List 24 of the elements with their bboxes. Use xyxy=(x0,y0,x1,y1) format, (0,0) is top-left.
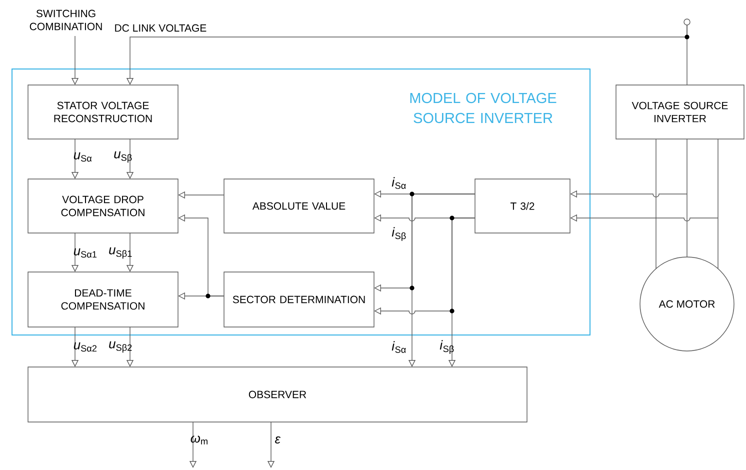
edge-label: u$_{Sα1}$ xyxy=(74,248,97,258)
process-box: VOLTAGE SOURCE INVERTER xyxy=(616,84,744,140)
edge-label: u$_{Sβ2}$ xyxy=(109,341,132,353)
edge-label: u$_{Sβ}$ xyxy=(114,151,132,163)
wire xyxy=(686,138,688,258)
process-box: T 3/2 xyxy=(474,178,570,234)
edge-label: i$_{Sα}$ xyxy=(392,177,406,189)
wire xyxy=(686,24,688,86)
process-box: VOLTAGE DROP COMPENSATION xyxy=(28,178,178,234)
process-box: STATOR VOLTAGE RECONSTRUCTION xyxy=(28,84,178,140)
input-label: SWITCHING COMBINATION xyxy=(30,10,102,30)
edge-label: i$_{Sβ}$ xyxy=(392,227,406,241)
edge-label: i$_{Sβ}$ xyxy=(440,340,454,354)
edge-label: i$_{Sα}$ xyxy=(392,341,406,353)
process-box: ABSOLUTE VALUE xyxy=(224,178,374,234)
edge-label: ω$_{m}$ xyxy=(190,436,208,444)
process-box: SECTOR DETERMINATION xyxy=(224,272,374,328)
edge-label: DC LINK VOLTAGE xyxy=(115,24,206,32)
edge-label: ε xyxy=(275,436,281,444)
edge-label: u$_{Sα}$ xyxy=(74,152,92,162)
process-box: DEAD-TIME COMPENSATION xyxy=(28,272,178,328)
process-box: OBSERVER xyxy=(28,366,528,422)
edge-label: u$_{Sβ1}$ xyxy=(109,247,132,259)
edge-label: u$_{Sα2}$ xyxy=(74,342,97,352)
